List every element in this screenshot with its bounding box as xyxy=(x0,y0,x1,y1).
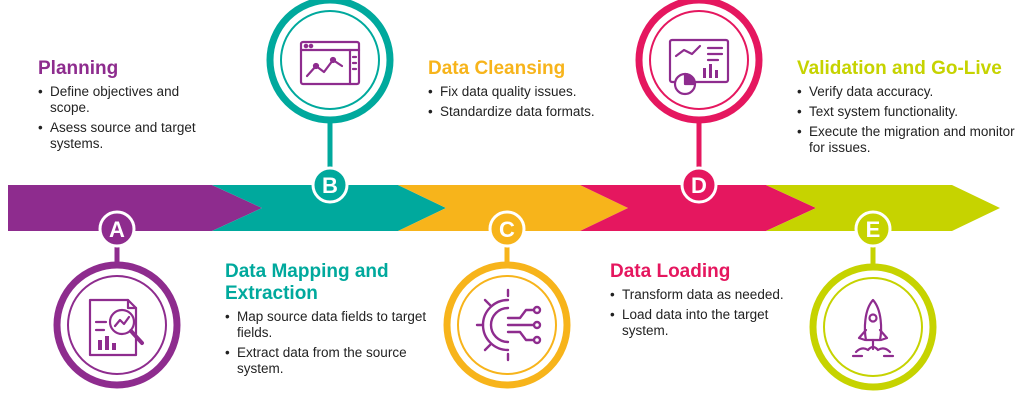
dashboard-charts-icon xyxy=(668,38,730,96)
stage-a-bullet: Define objectives and scope. xyxy=(38,84,218,116)
stage-e-arrow xyxy=(766,185,1000,231)
stage-d-title: Data Loading xyxy=(610,261,731,282)
stage-c-text: Data Cleansing Fix data quality issues. … xyxy=(428,58,608,124)
stage-d-bullet: Transform data as needed. xyxy=(610,287,805,303)
stage-a-arrow xyxy=(8,185,262,231)
line-chart-window-icon xyxy=(299,40,361,86)
stage-c-arrow xyxy=(398,185,628,231)
stage-b-bullet: Map source data fields to target fields. xyxy=(225,309,430,341)
stage-c-bullet: Standardize data formats. xyxy=(428,104,608,120)
stage-d-text: Data Loading Transform data as needed. L… xyxy=(610,261,805,343)
stage-b-bullets: Map source data fields to target fields.… xyxy=(225,309,430,377)
stage-b-arrow xyxy=(212,185,446,231)
stage-d-bullets: Transform data as needed. Load data into… xyxy=(610,287,805,339)
stage-e-icon-circle xyxy=(809,263,937,391)
rocket-launch-icon xyxy=(851,298,895,358)
stage-e-bullets: Verify data accuracy. Text system functi… xyxy=(797,84,1019,156)
stage-c-title: Data Cleansing xyxy=(428,58,566,79)
stage-a-bullet: Asess source and target systems. xyxy=(38,120,218,152)
stage-c-bullets: Fix data quality issues. Standardize dat… xyxy=(428,84,608,120)
stage-c-badge: C xyxy=(488,210,526,248)
stage-e-text: Validation and Go-Live Verify data accur… xyxy=(797,58,1019,160)
stage-e-letter: E xyxy=(866,217,881,242)
stage-e-bullet: Execute the migration and monitor for is… xyxy=(797,124,1019,156)
stage-e-bullet: Text system functionality. xyxy=(797,104,1019,120)
stage-c-bullet: Fix data quality issues. xyxy=(428,84,608,100)
stage-b-letter: B xyxy=(322,173,338,198)
stage-a-letter: A xyxy=(109,217,125,242)
gear-circuit-icon xyxy=(475,288,542,362)
stage-a-badge: A xyxy=(98,210,136,248)
stage-a-title: Planning xyxy=(38,58,119,79)
stage-d-letter: D xyxy=(691,173,707,198)
report-magnifier-icon xyxy=(88,298,144,357)
stage-e-bullet: Verify data accuracy. xyxy=(797,84,1019,100)
stage-d-icon-circle xyxy=(635,0,763,124)
stage-e-badge: E xyxy=(854,210,892,248)
stage-a-text: Planning Define objectives and scope. As… xyxy=(38,58,218,156)
stage-e-title: Validation and Go-Live xyxy=(797,58,1002,79)
stage-b-title: Data Mapping and Extraction xyxy=(225,261,389,304)
stage-b-bullet: Extract data from the source system. xyxy=(225,345,430,377)
stage-d-arrow xyxy=(580,185,816,231)
stage-b-badge: B xyxy=(311,166,349,204)
stage-c-letter: C xyxy=(499,217,515,242)
stage-d-badge: D xyxy=(680,166,718,204)
stage-b-text: Data Mapping and Extraction Map source d… xyxy=(225,261,430,381)
stage-d-bullet: Load data into the target system. xyxy=(610,307,805,339)
stage-a-bullets: Define objectives and scope. Asess sourc… xyxy=(38,84,218,152)
